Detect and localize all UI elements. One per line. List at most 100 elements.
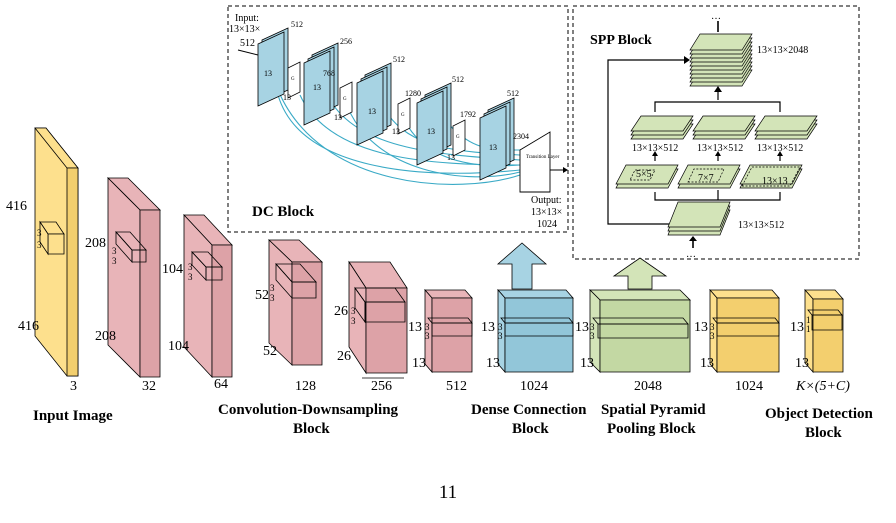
- conv3-w: 52: [263, 344, 277, 359]
- conv5-w: 13: [412, 356, 426, 371]
- det1-h: 13: [694, 320, 708, 335]
- dc-stack-2: [303, 42, 339, 126]
- spp-top-label: 13×13×2048: [757, 45, 808, 56]
- spp-mid-2: [692, 115, 756, 140]
- dc-small-label-2: G: [343, 97, 347, 102]
- dc-input-line3: 512: [240, 38, 255, 49]
- caption-spp-line2: Pooling Block: [607, 421, 696, 437]
- conv5-c: 512: [446, 379, 467, 394]
- conv1-c: 32: [142, 379, 156, 394]
- dense-h: 13: [481, 320, 495, 335]
- input-channels-label: 3: [70, 379, 77, 394]
- spp-mid-1: [630, 115, 694, 140]
- dc-output-line2: 13×13×: [531, 207, 562, 218]
- spp-up-arrow: [612, 257, 668, 290]
- conv-block-2: [183, 213, 233, 379]
- conv3-c: 128: [295, 379, 316, 394]
- dc-spatial-2b: 13: [334, 113, 342, 122]
- caption-conv-line1: Convolution-Downsampling: [218, 402, 399, 418]
- conv3-k2: 3: [270, 293, 275, 303]
- spp-bottom-ellipsis: …: [686, 249, 696, 260]
- dc-spatial-2: 13: [313, 83, 321, 92]
- architecture-diagram: DC Block Input: 13×13× 512: [6, 5, 874, 441]
- input-kernel-b: 3: [37, 240, 42, 250]
- spp-mid-label-2: 13×13×512: [697, 143, 743, 154]
- conv5-k2: 3: [425, 331, 430, 341]
- page-number: 11: [438, 482, 458, 503]
- det1-c: 1024: [735, 379, 763, 394]
- conv3-k1: 3: [270, 283, 275, 293]
- dense-k2: 3: [498, 331, 503, 341]
- conv2-k2: 3: [188, 272, 193, 282]
- spp-top-stack: [689, 33, 753, 87]
- spp-merge-bracket: [654, 101, 781, 112]
- spp-pool-3: [739, 164, 803, 189]
- dc-ch-label-1: 256: [340, 37, 352, 46]
- det1-w: 13: [700, 356, 714, 371]
- input-kernel-a: 3: [37, 228, 42, 238]
- dc-spatial-3: 13: [368, 107, 376, 116]
- spp-pool-2: [677, 164, 741, 189]
- caption-dense-line2: Block: [512, 421, 549, 437]
- dc-block-panel: DC Block Input: 13×13× 512: [227, 5, 569, 233]
- input-height-label: 416: [6, 199, 27, 214]
- dc-ch-label-3: 512: [393, 55, 405, 64]
- dc-spatial-3b: 13: [392, 127, 400, 136]
- caption-input-image: Input Image: [33, 408, 113, 424]
- dc-spatial-4b: 13: [447, 153, 455, 162]
- conv2-k1: 3: [188, 262, 193, 272]
- spp-pool-label-1: 5×5: [636, 169, 652, 180]
- dc-small-label-4: G: [456, 135, 460, 140]
- dc-ch-label-6: 1792: [460, 110, 476, 119]
- dc-small-label-1: G: [291, 77, 295, 82]
- spp-panel-border: [572, 5, 860, 260]
- conv4-h: 26: [334, 304, 348, 319]
- spp-skip-path: [607, 59, 690, 225]
- spp-c: 2048: [634, 379, 662, 394]
- spp-pool-label-2: 7×7: [698, 173, 714, 184]
- det1-k2: 3: [710, 331, 715, 341]
- dc-ch-label-7: 512: [507, 89, 519, 98]
- conv1-w: 208: [95, 329, 116, 344]
- dense-w: 13: [486, 356, 500, 371]
- spp-pool-label-3: 13×13: [762, 176, 788, 187]
- dc-ch-label-0: 512: [291, 20, 303, 29]
- conv5-h: 13: [408, 320, 422, 335]
- spp-block-panel: SPP Block … 13×13×2048: [572, 5, 860, 260]
- det2-c: K×(5+C): [795, 379, 850, 394]
- dc-stack-4: [416, 82, 452, 166]
- dense-k1: 3: [498, 322, 503, 332]
- det2-k1: 1: [806, 315, 811, 325]
- dc-spatial-1b: 13: [283, 93, 291, 102]
- spp-bottom-label: 13×13×512: [738, 220, 784, 231]
- conv4-k1: 3: [351, 306, 356, 316]
- dc-spatial-1: 13: [264, 69, 272, 78]
- det2-k2: 1: [806, 324, 811, 334]
- conv4-k2: 3: [351, 316, 356, 326]
- dc-stack-3: [356, 62, 392, 146]
- input-depth-label: 416: [18, 319, 39, 334]
- dc-small-conv-2: [339, 81, 353, 119]
- dc-transition-layer: [519, 131, 551, 193]
- dc-ch-label-8: 2304: [513, 132, 529, 141]
- dc-spatial-5: 13: [489, 143, 497, 152]
- conv2-w: 104: [168, 339, 189, 354]
- conv5-k1: 3: [425, 322, 430, 332]
- spp-mid-label-3: 13×13×512: [757, 143, 803, 154]
- dc-transition-label: Transition Layer: [526, 155, 560, 160]
- conv2-c: 64: [214, 377, 228, 392]
- dense-up-arrow: [496, 242, 548, 290]
- spp-w: 13: [580, 356, 594, 371]
- dense-connection-block: [497, 288, 574, 374]
- det2-w: 13: [795, 356, 809, 371]
- caption-det-line1: Object Detection: [765, 406, 874, 422]
- conv2-h: 104: [162, 262, 183, 277]
- caption-det-line2: Block: [805, 425, 842, 441]
- caption-spp-line1: Spatial Pyramid: [601, 402, 706, 418]
- spp-k1: 3: [590, 322, 595, 332]
- spp-pool-1: [615, 164, 679, 189]
- det2-h: 13: [790, 320, 804, 335]
- caption-conv-line2: Block: [293, 421, 330, 437]
- conv1-h: 208: [85, 236, 106, 251]
- dc-output-line3: 1024: [537, 219, 557, 230]
